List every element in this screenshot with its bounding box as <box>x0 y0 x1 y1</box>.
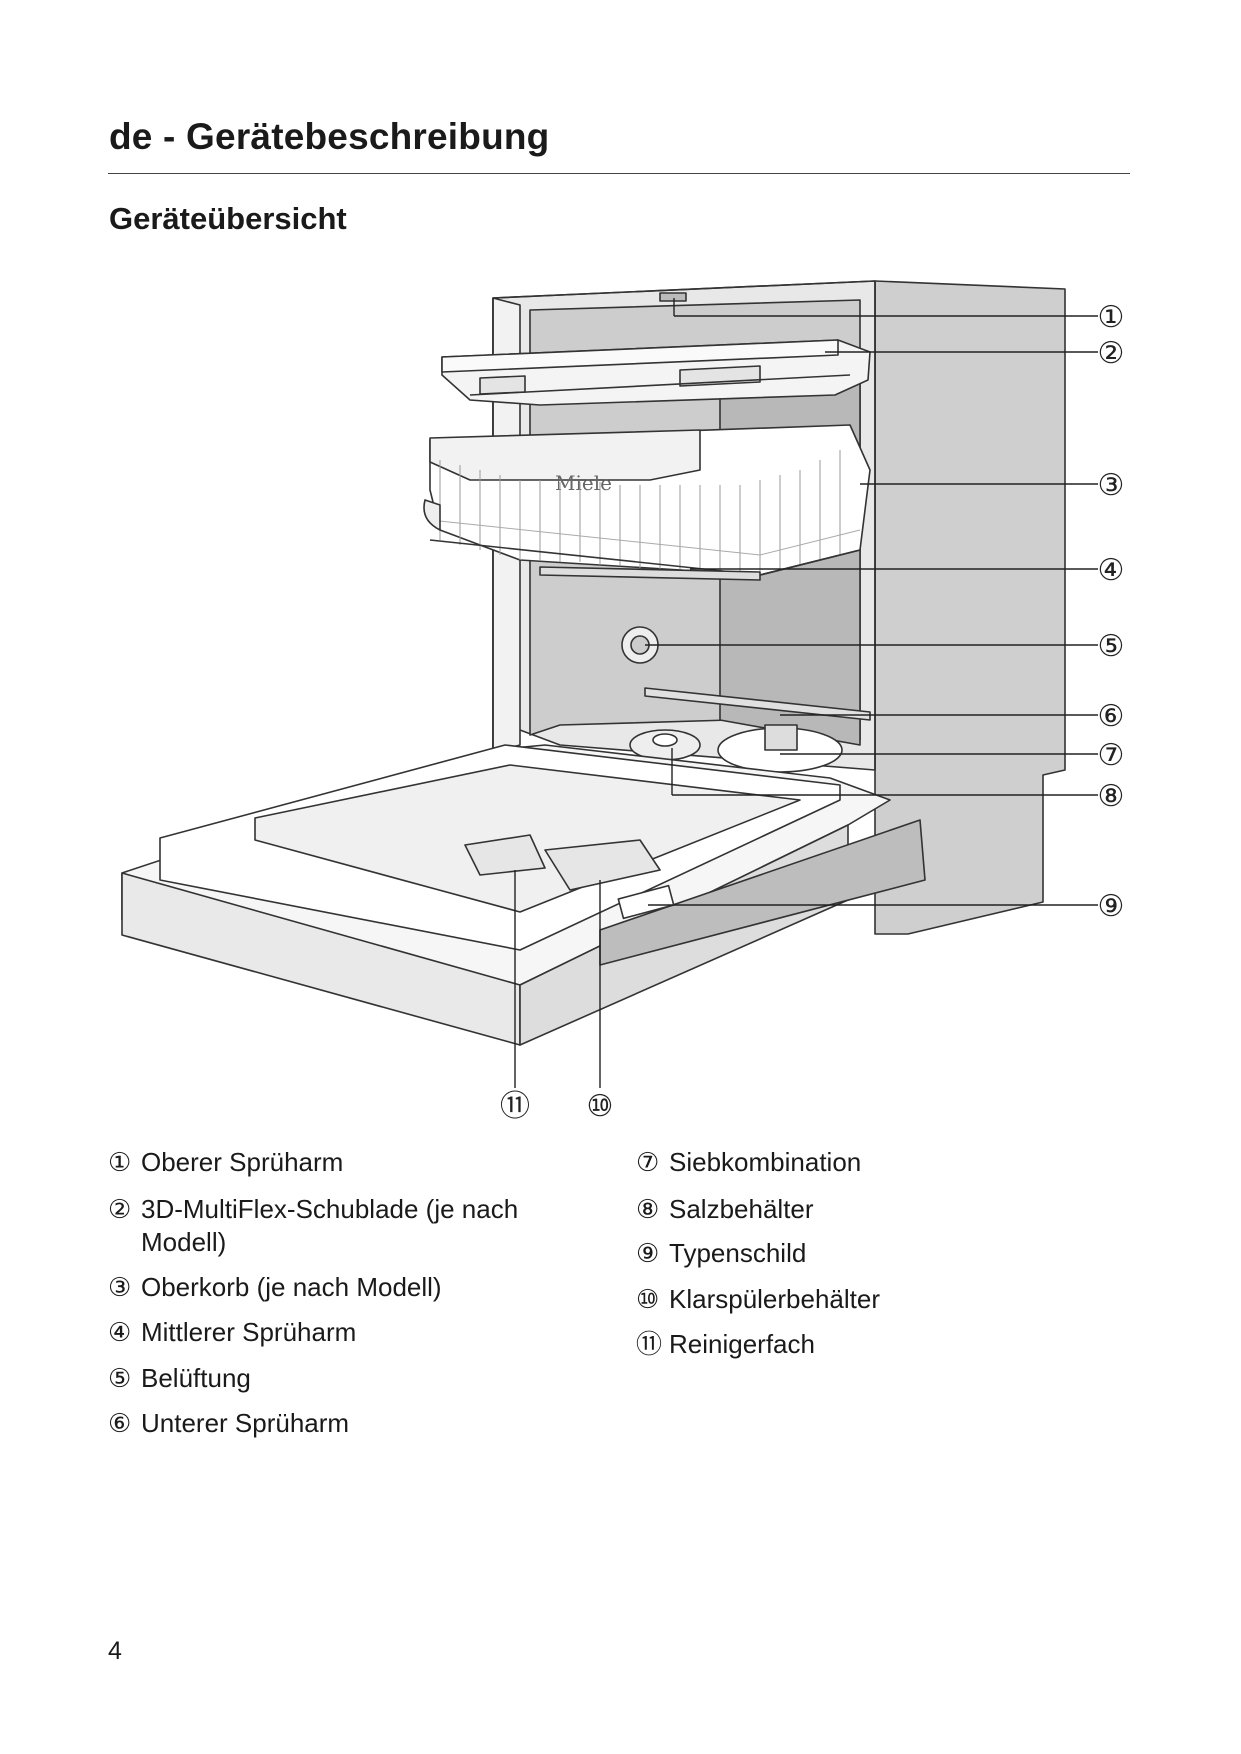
legend-number: ⑤ <box>108 1362 138 1395</box>
legend-item: ⑩ Klarspülerbehälter <box>636 1283 1096 1316</box>
upper-spray-arm <box>660 293 686 301</box>
legend-item: ④ Mittlerer Sprüharm <box>108 1316 568 1349</box>
legend-left: ① Oberer Sprüharm ② 3D-MultiFlex-Schubla… <box>108 1146 608 1446</box>
legend-text: Belüftung <box>141 1362 568 1395</box>
legend-item: ⑨ Typenschild <box>636 1237 1096 1270</box>
legend-item: ⑧ Salzbehälter <box>636 1193 1096 1226</box>
legend-number: ② <box>108 1193 138 1226</box>
callout-7: ⑦ <box>1098 738 1125 773</box>
legend-number: ① <box>108 1146 138 1179</box>
legend-item: ⑪ Reinigerfach <box>636 1328 1096 1361</box>
callout-5: ⑤ <box>1098 629 1125 664</box>
legend-text: 3D-MultiFlex-Schublade (je nach Modell) <box>141 1193 561 1259</box>
legend-text: Klarspülerbehälter <box>669 1283 1096 1316</box>
legend-text: Reinigerfach <box>669 1328 1096 1361</box>
legend-text: Salzbehälter <box>669 1193 1096 1226</box>
legend-item: ⑥ Unterer Sprüharm <box>108 1407 568 1440</box>
legend-number: ③ <box>108 1271 138 1304</box>
callout-1: ① <box>1098 300 1125 335</box>
legend-item: ③ Oberkorb (je nach Modell) <box>108 1271 568 1304</box>
callout-2: ② <box>1098 336 1125 371</box>
open-door <box>122 745 925 1045</box>
legend-text: Siebkombination <box>669 1146 1096 1179</box>
callout-6: ⑥ <box>1098 699 1125 734</box>
legend-number: ⑨ <box>636 1237 666 1270</box>
legend-right: ⑦ Siebkombination ⑧ Salzbehälter ⑨ Typen… <box>636 1146 1136 1366</box>
legend-number: ④ <box>108 1316 138 1349</box>
legend-number: ⑩ <box>636 1283 666 1316</box>
legend-item: ⑤ Belüftung <box>108 1362 568 1395</box>
legend-item: ② 3D-MultiFlex-Schublade (je nach Modell… <box>108 1193 568 1259</box>
legend-text: Typenschild <box>669 1237 1096 1270</box>
callout-4: ④ <box>1098 553 1125 588</box>
callout-8: ⑧ <box>1098 779 1125 814</box>
legend-text: Oberer Sprüharm <box>141 1146 568 1179</box>
legend-item: ⑦ Siebkombination <box>636 1146 1096 1179</box>
callout-3: ③ <box>1098 468 1125 503</box>
callout-11: ⑪ <box>500 1089 530 1124</box>
legend-text: Unterer Sprüharm <box>141 1407 568 1440</box>
legend-number: ⑪ <box>636 1328 666 1361</box>
legend-number: ⑥ <box>108 1407 138 1440</box>
legend-number: ⑦ <box>636 1146 666 1179</box>
dishwasher-illustration: Miele <box>0 0 1241 1150</box>
upper-basket: Miele <box>424 425 870 575</box>
legend-text: Mittlerer Sprüharm <box>141 1316 568 1349</box>
callout-10: ⑩ <box>587 1089 614 1124</box>
legend-item: ① Oberer Sprüharm <box>108 1146 568 1179</box>
basket-logo: Miele <box>555 471 612 495</box>
legend-text: Oberkorb (je nach Modell) <box>141 1271 568 1304</box>
callout-9: ⑨ <box>1098 889 1125 924</box>
legend-number: ⑧ <box>636 1193 666 1226</box>
page-number: 4 <box>108 1637 122 1666</box>
